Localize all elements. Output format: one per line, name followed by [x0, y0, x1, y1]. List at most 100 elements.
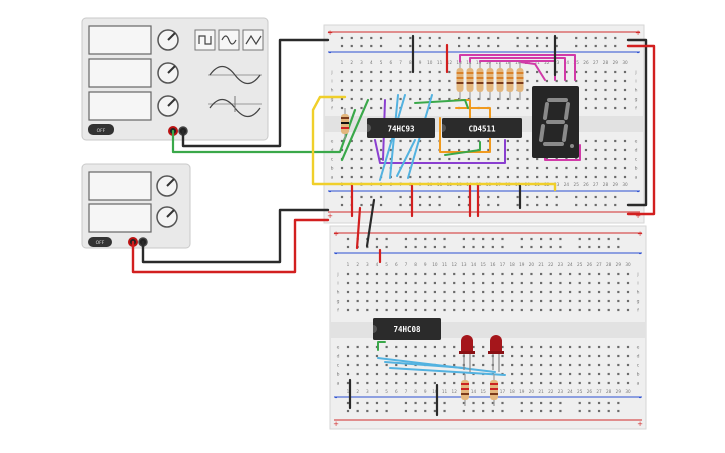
resistor[interactable] — [476, 68, 484, 92]
resistor[interactable] — [516, 68, 524, 92]
seven-segment-display[interactable]: 8 — [532, 86, 579, 158]
hole — [340, 195, 344, 199]
rail-plus-sign: + — [333, 420, 339, 428]
hole — [536, 157, 539, 161]
hole — [491, 299, 494, 303]
hole — [568, 354, 572, 358]
hole — [594, 88, 597, 92]
led-resistor-1[interactable] — [461, 374, 469, 406]
hole — [385, 409, 388, 413]
voltage-knob[interactable] — [156, 175, 178, 197]
hole — [511, 354, 514, 358]
current-knob[interactable] — [156, 206, 178, 228]
square-wave-button[interactable] — [194, 29, 216, 51]
hole — [424, 372, 427, 376]
hole — [501, 299, 504, 303]
column-number: 24 — [564, 60, 570, 65]
column-number: 17 — [500, 389, 506, 394]
decoder-chip[interactable]: CD4511 — [442, 118, 522, 138]
hole — [594, 44, 597, 48]
supply-power-button[interactable] — [88, 237, 112, 247]
hole — [379, 139, 383, 143]
hole — [346, 401, 350, 405]
input-resistor[interactable] — [341, 108, 349, 140]
hole — [467, 148, 470, 152]
hole — [540, 409, 543, 413]
hole — [340, 70, 344, 74]
resistor-band — [476, 82, 484, 84]
column-number: 8 — [414, 389, 417, 394]
supply-power-label: OFF — [96, 240, 105, 246]
hole — [588, 345, 591, 349]
wires[interactable] — [131, 34, 656, 417]
resistor[interactable] — [466, 68, 474, 92]
hole — [614, 88, 617, 92]
hole — [501, 245, 504, 249]
hole — [482, 281, 485, 285]
hole — [443, 237, 446, 241]
hole — [568, 363, 572, 367]
led-2[interactable] — [488, 335, 504, 372]
hole — [584, 36, 588, 40]
hole — [350, 97, 353, 101]
hole — [389, 157, 392, 161]
hole — [578, 308, 581, 312]
column-number: 2 — [356, 389, 359, 394]
hole — [438, 106, 441, 110]
generator-power-button[interactable] — [88, 124, 114, 135]
resistor[interactable] — [496, 68, 504, 92]
hole — [453, 281, 456, 285]
column-number: 28 — [606, 262, 612, 267]
hole — [623, 139, 627, 143]
hole — [584, 88, 588, 92]
hole — [614, 139, 617, 143]
resistor[interactable] — [486, 68, 494, 92]
hole — [399, 139, 402, 143]
hole — [549, 308, 552, 312]
hole — [433, 372, 436, 376]
counter-chip[interactable]: 74HC93 — [367, 118, 435, 138]
resistor-bank[interactable] — [456, 62, 524, 100]
hole — [414, 354, 417, 358]
led-resistor-2[interactable] — [490, 374, 498, 406]
sine-wave-button[interactable] — [218, 29, 240, 51]
hole — [520, 401, 523, 405]
hole — [565, 70, 568, 74]
led-1[interactable] — [459, 335, 475, 372]
hole — [346, 237, 350, 241]
offset-knob[interactable] — [157, 95, 179, 117]
hole — [597, 381, 601, 385]
hole — [559, 345, 562, 349]
hole — [604, 175, 607, 179]
hole — [617, 363, 620, 367]
hole — [575, 203, 578, 207]
hole — [428, 88, 431, 92]
hole — [530, 245, 533, 249]
hole — [399, 148, 402, 152]
hole — [424, 381, 427, 385]
hole — [555, 36, 558, 40]
resistor[interactable] — [506, 68, 514, 92]
hole — [540, 345, 543, 349]
triangle-wave-button[interactable] — [242, 29, 264, 51]
resistor-band — [486, 82, 494, 84]
dc-power-supply[interactable]: OFF — [81, 163, 191, 249]
hole — [418, 97, 422, 101]
hole — [404, 354, 408, 358]
function-generator[interactable]: OFF — [81, 17, 269, 141]
amplitude-knob[interactable] — [157, 62, 179, 84]
hole — [614, 79, 617, 83]
and-gate-chip[interactable]: 74HC08 — [373, 318, 441, 340]
hole — [346, 245, 350, 249]
hole — [501, 272, 504, 276]
hole — [414, 237, 417, 241]
hole — [540, 354, 543, 358]
hole — [379, 79, 383, 83]
hole — [520, 308, 523, 312]
resistor[interactable] — [456, 68, 464, 92]
hole — [409, 97, 412, 101]
frequency-knob[interactable] — [157, 29, 179, 51]
hole — [340, 88, 344, 92]
hole — [433, 401, 436, 405]
